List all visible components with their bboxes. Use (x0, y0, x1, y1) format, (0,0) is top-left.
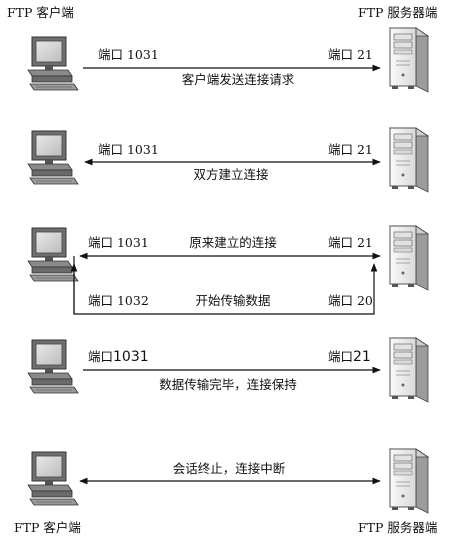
server-port-label: 端口 21 (328, 142, 373, 157)
server-port-label: 端口 21 (328, 47, 373, 62)
server-footer-label: FTP 服务器端 (358, 520, 438, 535)
client-port-label: 端口 1031 (88, 235, 149, 250)
step-label: 会话终止，连接中断 (172, 461, 286, 476)
client-computer-icon-5 (27, 451, 79, 506)
client-port-label: 端口1031 (88, 349, 149, 365)
server-port-prefix: 端口 (328, 349, 354, 364)
client-computer-icon-1 (27, 36, 79, 91)
server-tower-icon-2 (389, 127, 429, 193)
client-port-label: 端口 1031 (98, 142, 159, 157)
client-computer-icon-2 (27, 130, 79, 185)
step-label: 客户端发送连接请求 (181, 72, 295, 87)
server-port-number: 21 (353, 349, 371, 365)
server-tower-icon-3 (389, 225, 429, 291)
server-tower-icon-1 (389, 27, 429, 93)
client-computer-icon-3 (27, 227, 79, 282)
server-header-label: FTP 服务器端 (358, 5, 438, 20)
client-footer-label: FTP 客户端 (14, 520, 81, 535)
server-tower-icon-5 (389, 448, 429, 514)
server-port-label: 端口21 (328, 349, 371, 365)
step-label: 原来建立的连接 (189, 235, 277, 250)
client-port-prefix: 端口 (88, 349, 114, 364)
client-port-number: 1031 (113, 349, 149, 365)
data-server-port-label: 端口 20 (328, 293, 373, 308)
server-port-label: 端口 21 (328, 235, 373, 250)
data-step-label: 开始传输数据 (195, 293, 271, 308)
step-label: 双方建立连接 (193, 167, 269, 182)
data-client-port-label: 端口 1032 (88, 293, 149, 308)
step-label: 数据传输完毕，连接保持 (159, 377, 297, 392)
client-header-label: FTP 客户端 (7, 5, 74, 20)
client-port-label: 端口 1031 (98, 47, 159, 62)
client-computer-icon-4 (27, 339, 79, 394)
server-tower-icon-4 (389, 337, 429, 403)
